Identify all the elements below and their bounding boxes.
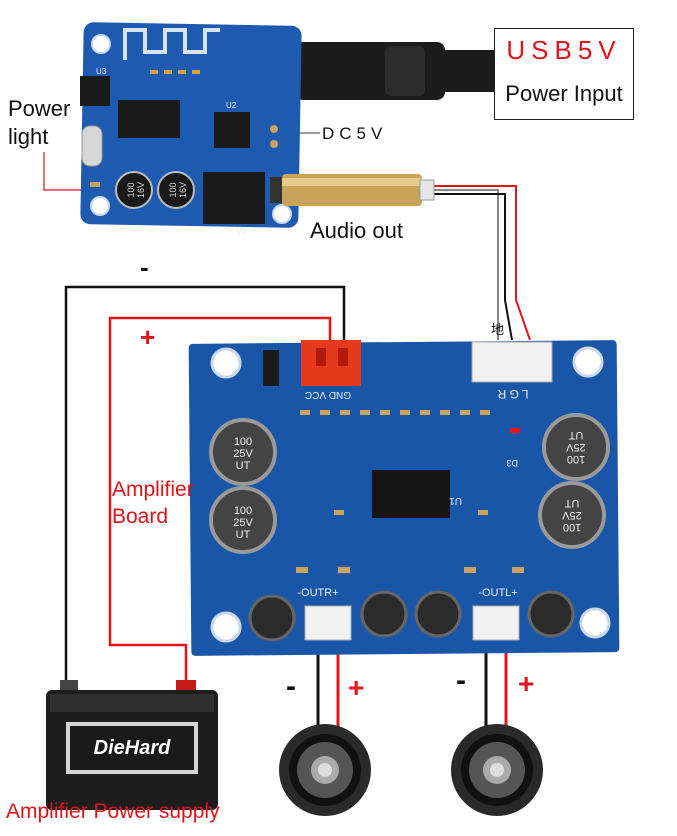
svg-text:100: 100 (563, 521, 581, 533)
minus-top-label: - (140, 252, 149, 282)
outr-silk: -OUTR+ (297, 587, 338, 599)
outl-silk: -OUTL+ (478, 587, 517, 599)
svg-text:16V: 16V (178, 182, 188, 198)
power-light-pointer (43, 152, 90, 191)
lgr-silk: L G R (497, 387, 528, 401)
gnd-vcc-silk: GND VCC (305, 389, 351, 400)
audio-out-label: Audio out (310, 218, 403, 243)
speaker-left (451, 724, 543, 816)
svg-text:UT: UT (236, 460, 251, 472)
plus-top-label: + (140, 322, 156, 352)
speaker-right (279, 724, 371, 816)
dc5v-label: DC5V (322, 124, 388, 143)
svg-text:UT: UT (564, 497, 579, 509)
power-light-label: Power light (8, 96, 71, 149)
v2-silk: V2 (236, 227, 246, 236)
svg-text:100: 100 (234, 436, 252, 448)
usb-title: USB5V (506, 35, 622, 65)
minus-wire (64, 285, 346, 690)
svg-text:16V: 16V (136, 182, 146, 198)
usb-power-input-box: USB5V Power Input (494, 28, 634, 120)
speaker-right-plus: + (348, 672, 365, 703)
svg-text:100: 100 (234, 505, 252, 517)
audio-wire-red (430, 185, 531, 341)
svg-text:UT: UT (568, 429, 583, 441)
power-supply-label: Amplifier Power supply (6, 800, 220, 823)
audio-wire-black (430, 193, 513, 341)
d3-silk: D3 (506, 458, 518, 468)
battery-brand: DieHard (94, 737, 171, 759)
svg-text:25V: 25V (233, 448, 253, 460)
svg-text:25V: 25V (566, 441, 586, 453)
bluetooth-module (80, 22, 302, 228)
u3-silk: U3 (96, 67, 107, 76)
speaker-left-minus: - (456, 664, 466, 697)
amplifier-board-label: Amplifier Board (112, 478, 194, 528)
svg-text:100: 100 (126, 182, 136, 197)
audio-wire-gray (430, 189, 499, 340)
usb-subtitle: Power Input (505, 81, 623, 106)
svg-text:100: 100 (567, 453, 585, 465)
svg-text:UT: UT (236, 529, 251, 541)
amplifier-board (188, 340, 620, 656)
u1-silk: U1 (449, 495, 462, 506)
battery (46, 680, 218, 810)
svg-text:25V: 25V (233, 517, 253, 529)
ground-char-silk: 地 (491, 323, 504, 338)
plus-wire (108, 316, 332, 690)
audio-plug (270, 174, 435, 206)
svg-text:25V: 25V (562, 509, 582, 521)
speaker-right-minus: - (286, 670, 296, 703)
svg-text:100: 100 (168, 182, 178, 197)
u2-silk: U2 (226, 101, 237, 110)
bt-cap-labels: 100 16V 100 16V (126, 182, 188, 198)
speaker-left-plus: + (518, 668, 535, 699)
